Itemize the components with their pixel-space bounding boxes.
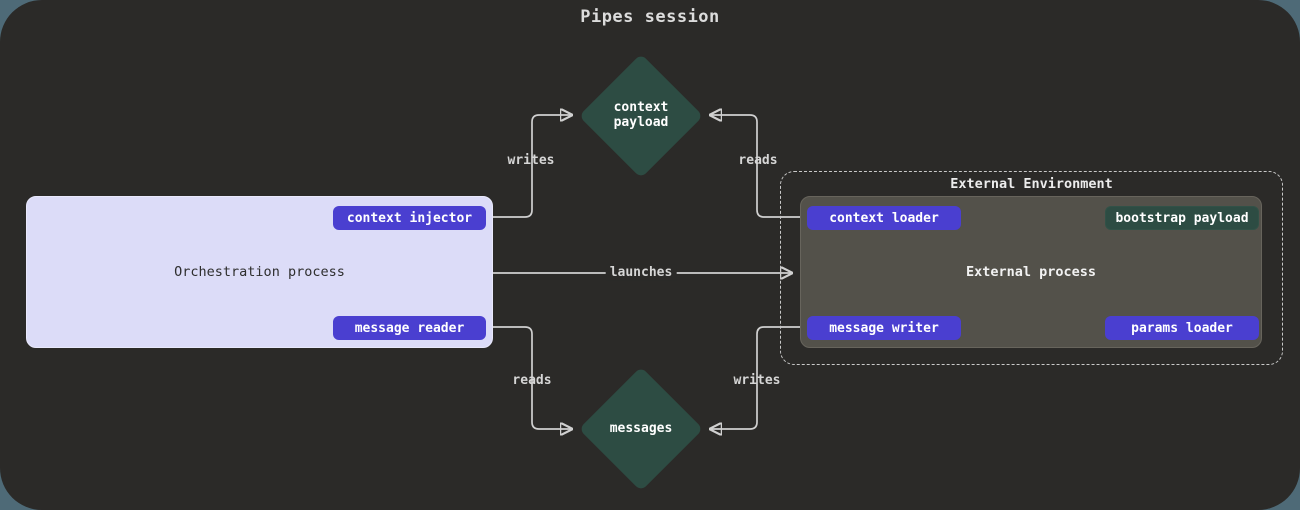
edge-label-launches: launches xyxy=(605,264,677,282)
group-external-environment: External Environment External process co… xyxy=(780,171,1283,365)
edge-label-reads-bottom: reads xyxy=(512,372,552,388)
external-environment-label: External Environment xyxy=(950,176,1113,192)
context-payload-label: context payload xyxy=(613,100,669,130)
orchestration-process-label: Orchestration process xyxy=(174,264,345,280)
edge-writes-top xyxy=(486,115,571,218)
edge-reads-bottom xyxy=(486,326,571,429)
edge-label-reads-top: reads xyxy=(738,152,778,168)
node-external-process: External process context loader bootstra… xyxy=(800,196,1262,348)
node-messages: messages xyxy=(578,366,704,492)
node-message-reader: message reader xyxy=(333,316,486,340)
edge-reads-top xyxy=(711,115,806,218)
node-params-loader: params loader xyxy=(1105,316,1259,340)
edge-label-writes-bottom: writes xyxy=(733,372,781,388)
node-context-injector: context injector xyxy=(333,206,486,230)
node-context-payload: context payload xyxy=(578,53,704,179)
node-orchestration-process: Orchestration process context injector m… xyxy=(26,196,493,348)
node-message-writer: message writer xyxy=(807,316,961,340)
edge-label-writes-top: writes xyxy=(507,152,555,168)
diagram-title: Pipes session xyxy=(580,7,720,27)
node-context-loader: context loader xyxy=(807,206,961,230)
external-process-label: External process xyxy=(965,264,1097,280)
node-bootstrap-payload: bootstrap payload xyxy=(1105,206,1259,230)
messages-label: messages xyxy=(609,420,673,436)
edge-writes-bottom xyxy=(711,326,806,429)
